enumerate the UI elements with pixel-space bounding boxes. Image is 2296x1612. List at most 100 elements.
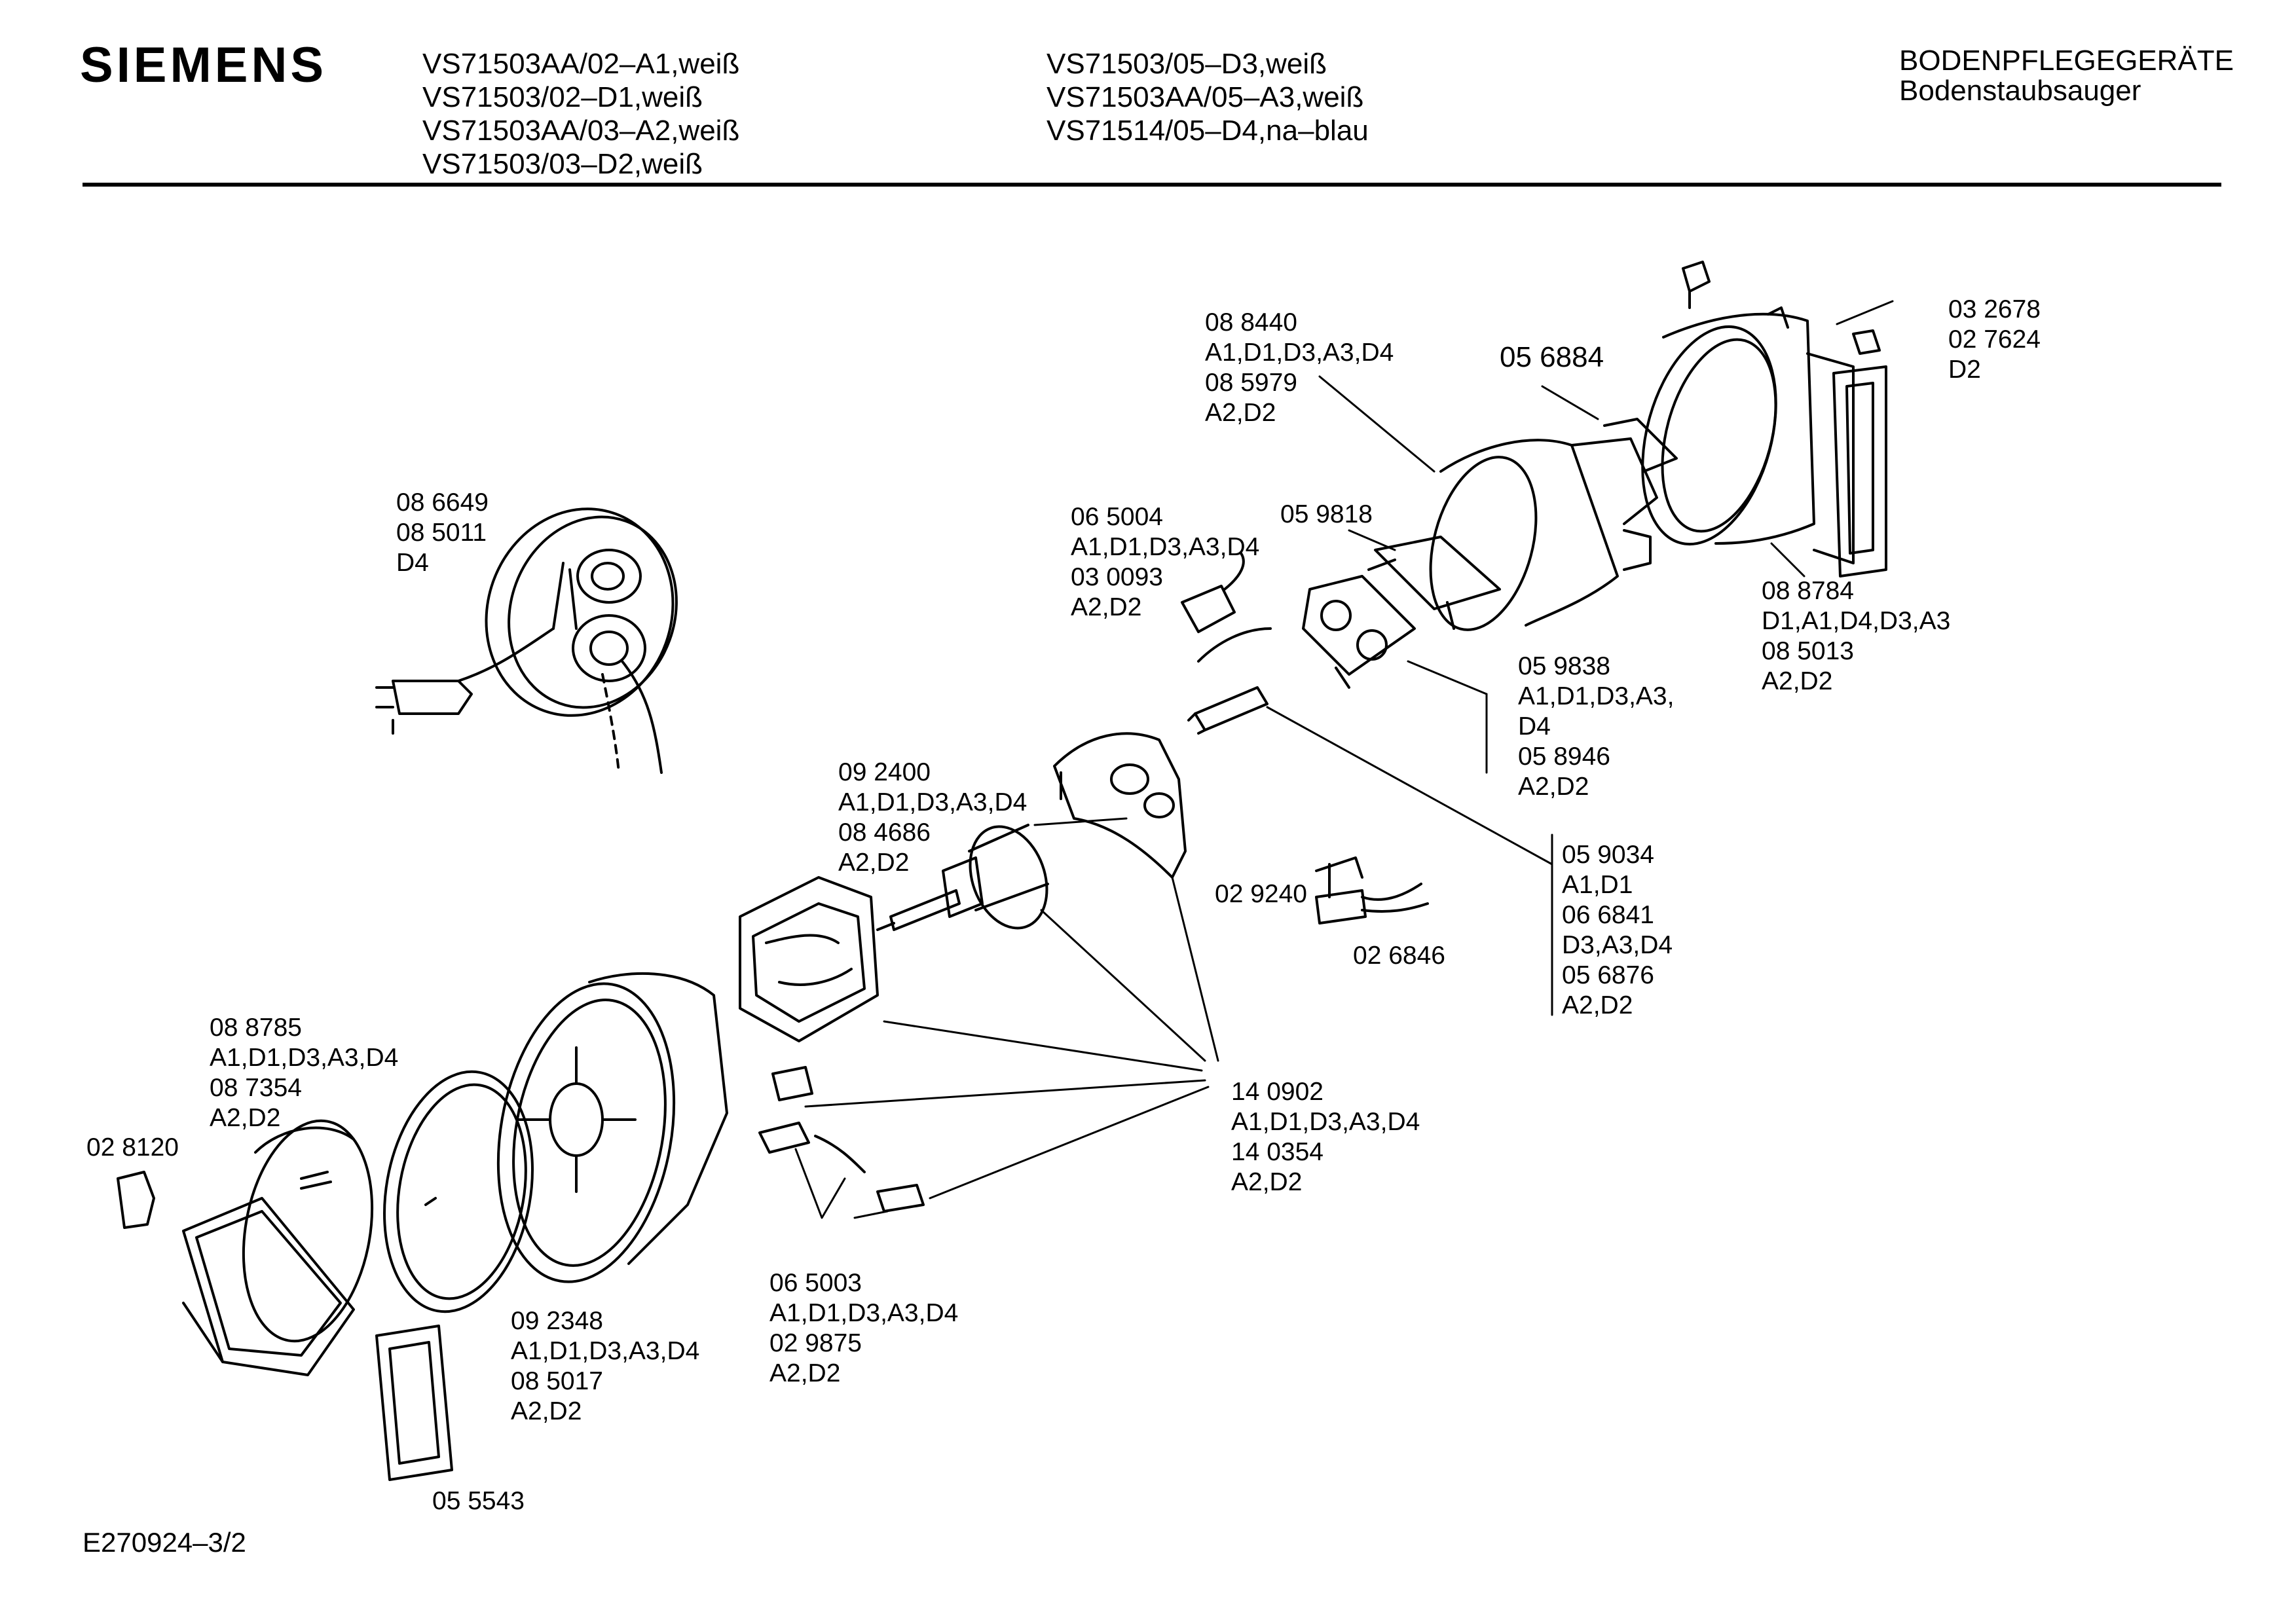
part-label: 05 9034 A1,D1 06 6841 D3,A3,D4 05 6876 A… xyxy=(1562,840,1673,1021)
variant-code: A1,D1,D3,A3,D4 xyxy=(1071,533,1260,561)
part-label: 02 6846 xyxy=(1353,941,1445,971)
category-title: BODENPFLEGEGERÄTE xyxy=(1899,45,2234,77)
part-label: 05 5543 xyxy=(432,1486,525,1516)
variant-code: D4 xyxy=(1518,712,1551,741)
part-number: 08 4686 xyxy=(838,818,931,847)
switch-parts xyxy=(1181,552,1272,735)
part-number: 05 9034 xyxy=(1562,841,1654,869)
part-label: 14 0902 A1,D1,D3,A3,D4 14 0354 A2,D2 xyxy=(1231,1077,1420,1198)
carbon-brushes xyxy=(758,1066,925,1213)
part-label: 05 9818 xyxy=(1280,500,1373,530)
variant-code: A2,D2 xyxy=(1562,991,1633,1019)
category-block: BODENPFLEGEGERÄTE Bodenstaubsauger xyxy=(1899,46,2234,106)
cable-reel xyxy=(375,507,678,774)
variant-code: A2,D2 xyxy=(769,1359,841,1387)
variant-code: A1,D1,D3,A3, xyxy=(1518,682,1675,710)
part-label: 02 9240 xyxy=(1215,879,1307,909)
header-divider xyxy=(83,183,2221,187)
foam-filter xyxy=(1429,418,1678,631)
label-brackets xyxy=(1485,693,1553,1016)
part-number: 05 8946 xyxy=(1518,742,1610,771)
part-label: 06 5004 A1,D1,D3,A3,D4 03 0093 A2,D2 xyxy=(1071,502,1259,623)
part-number: 06 6841 xyxy=(1562,901,1654,929)
variant-code: A2,D2 xyxy=(1231,1168,1303,1196)
part-label: 08 8785 A1,D1,D3,A3,D4 08 7354 A2,D2 xyxy=(210,1013,398,1133)
part-number: 05 5543 xyxy=(432,1487,525,1515)
variant-code: A2,D2 xyxy=(1205,399,1276,427)
front-housing xyxy=(182,1119,374,1376)
variant-code: D4 xyxy=(396,549,429,577)
part-number: 02 6846 xyxy=(1353,942,1445,970)
motor-cover xyxy=(1053,732,1187,879)
part-label: 08 8784 D1,A1,D4,D3,A3 08 5013 A2,D2 xyxy=(1762,576,1950,697)
part-number: 03 0093 xyxy=(1071,563,1163,591)
variant-code: A1,D1,D3,A3,D4 xyxy=(511,1337,700,1365)
part-number: 09 2400 xyxy=(838,758,931,786)
part-number: 02 8120 xyxy=(86,1133,179,1162)
model-list-1: VS71503AA/02–A1,weiß VS71503/02–D1,weiß … xyxy=(422,47,739,181)
part-number: 08 5013 xyxy=(1762,637,1854,665)
category-subtitle: Bodenstaubsauger xyxy=(1899,75,2141,107)
variant-code: A1,D1,D3,A3,D4 xyxy=(210,1044,399,1072)
variant-code: D3,A3,D4 xyxy=(1562,931,1673,959)
part-number: 08 5011 xyxy=(396,519,487,547)
part-number: 14 0354 xyxy=(1231,1138,1324,1166)
model-number: VS71503AA/03–A2,weiß xyxy=(422,115,740,147)
drawing-code: E270924–3/2 xyxy=(83,1527,246,1558)
model-number: VS71503AA/05–A3,weiß xyxy=(1046,81,1364,113)
part-number: 08 8440 xyxy=(1205,308,1297,337)
part-number: 05 9818 xyxy=(1280,500,1373,528)
variant-code: A2,D2 xyxy=(838,849,910,877)
part-label: 08 8440 A1,D1,D3,A3,D4 08 5979 A2,D2 xyxy=(1205,308,1394,428)
mounting-clip xyxy=(117,1171,155,1229)
armature-rotor xyxy=(876,824,1049,931)
part-number: 08 5979 xyxy=(1205,369,1297,397)
fan-impeller xyxy=(496,972,728,1283)
variant-code: D1,A1,D4,D3,A3 xyxy=(1762,607,1951,635)
variant-code: A1,D1 xyxy=(1562,871,1633,899)
variant-code: A1,D1,D3,A3,D4 xyxy=(1231,1108,1420,1136)
leader-lines xyxy=(794,300,1894,1219)
model-number: VS71503/02–D1,weiß xyxy=(422,81,703,113)
motor-housing xyxy=(1641,261,1887,577)
variant-code: A1,D1,D3,A3,D4 xyxy=(838,788,1028,816)
part-number: 08 6649 xyxy=(396,488,489,517)
variant-code: A2,D2 xyxy=(1071,593,1142,621)
part-number: 09 2348 xyxy=(511,1307,603,1335)
part-label: 03 2678 02 7624 D2 xyxy=(1948,295,2041,385)
part-number: 14 0902 xyxy=(1231,1078,1324,1106)
suppressor-capacitor xyxy=(1315,856,1429,925)
part-label: 09 2400 A1,D1,D3,A3,D4 08 4686 A2,D2 xyxy=(838,758,1027,878)
variant-code: A2,D2 xyxy=(1518,773,1589,801)
variant-code: A2,D2 xyxy=(511,1397,582,1425)
part-number: 02 7624 xyxy=(1948,325,2041,354)
part-number: 08 8785 xyxy=(210,1014,302,1042)
part-label: 06 5003 A1,D1,D3,A3,D4 02 9875 A2,D2 xyxy=(769,1268,958,1389)
model-number: VS71514/05–D4,na–blau xyxy=(1046,115,1369,147)
part-number: 05 6876 xyxy=(1562,961,1654,989)
seal-ring xyxy=(383,1070,534,1313)
part-label: 02 8120 xyxy=(86,1133,179,1163)
variant-code: A2,D2 xyxy=(210,1104,281,1132)
model-number: VS71503AA/02–A1,weiß xyxy=(422,48,740,80)
variant-code: A1,D1,D3,A3,D4 xyxy=(769,1299,959,1327)
part-label: 05 9838 A1,D1,D3,A3, D4 05 8946 A2,D2 xyxy=(1518,651,1674,802)
model-number: VS71503/05–D3,weiß xyxy=(1046,48,1327,80)
part-number: 08 5017 xyxy=(511,1367,603,1395)
brush-holder-plate xyxy=(1302,536,1501,689)
part-number: 08 7354 xyxy=(210,1074,302,1102)
part-number: 02 9875 xyxy=(769,1329,862,1357)
part-label: 09 2348 A1,D1,D3,A3,D4 08 5017 A2,D2 xyxy=(511,1306,699,1427)
part-number: 06 5004 xyxy=(1071,503,1163,531)
part-label: 08 6649 08 5011 D4 xyxy=(396,488,489,578)
part-number: 05 9838 xyxy=(1518,652,1610,680)
stator-field-coil xyxy=(739,876,879,1042)
part-number: 08 8784 xyxy=(1762,577,1854,605)
part-number: 06 5003 xyxy=(769,1269,862,1297)
model-number: VS71503/03–D2,weiß xyxy=(422,148,703,180)
part-number: 03 2678 xyxy=(1948,295,2041,323)
variant-code: D2 xyxy=(1948,356,1981,384)
part-number: 05 6884 xyxy=(1500,341,1604,373)
variant-code: A1,D1,D3,A3,D4 xyxy=(1205,339,1394,367)
